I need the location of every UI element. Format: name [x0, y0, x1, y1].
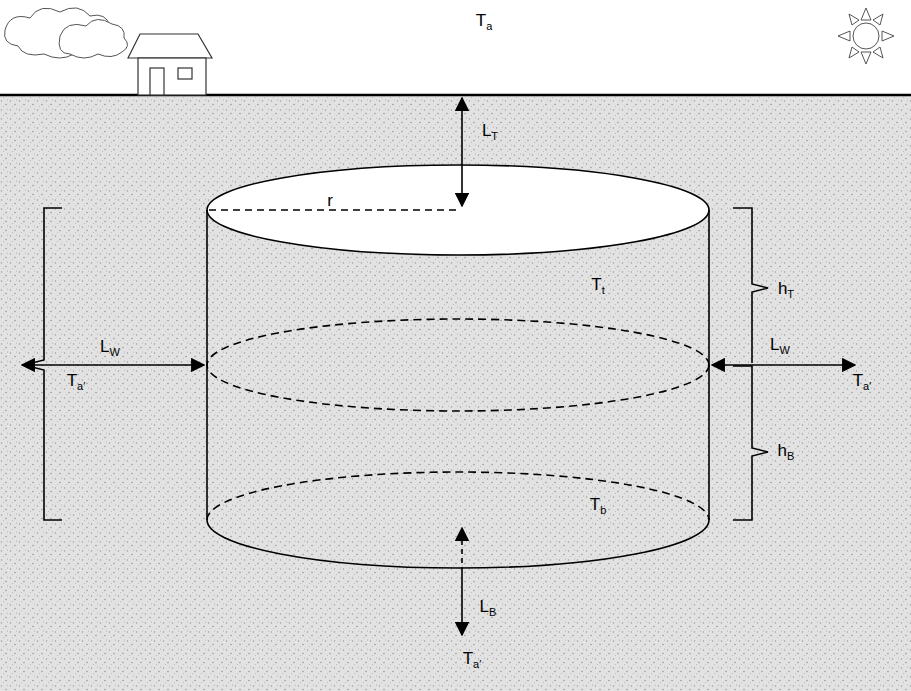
symbol-label: hT — [778, 280, 794, 300]
symbol-label: hB — [778, 442, 795, 462]
symbol-label: Tt — [591, 276, 604, 296]
house-wall — [138, 58, 206, 95]
symbol-label: Tb — [590, 496, 607, 516]
dimension-arrows — [22, 98, 855, 635]
house-door — [150, 68, 164, 95]
symbol-label: Ta′ — [67, 372, 86, 392]
house-window — [178, 68, 192, 79]
symbol-label: LT — [482, 122, 498, 142]
cloud — [59, 19, 127, 58]
symbol-label: LW — [100, 338, 120, 358]
symbol-label: Ta′ — [463, 650, 482, 670]
symbol-label: LB — [480, 598, 497, 618]
symbol-label: Ta — [476, 12, 493, 32]
sun — [838, 8, 894, 64]
symbol-label: r — [327, 192, 333, 209]
brackets — [24, 208, 768, 520]
house-roof — [128, 34, 212, 58]
surface-line — [0, 94, 911, 97]
ground — [0, 95, 911, 691]
symbol-label: LW — [770, 336, 790, 356]
symbol-label: Ta′ — [853, 372, 872, 392]
tank — [207, 165, 709, 568]
